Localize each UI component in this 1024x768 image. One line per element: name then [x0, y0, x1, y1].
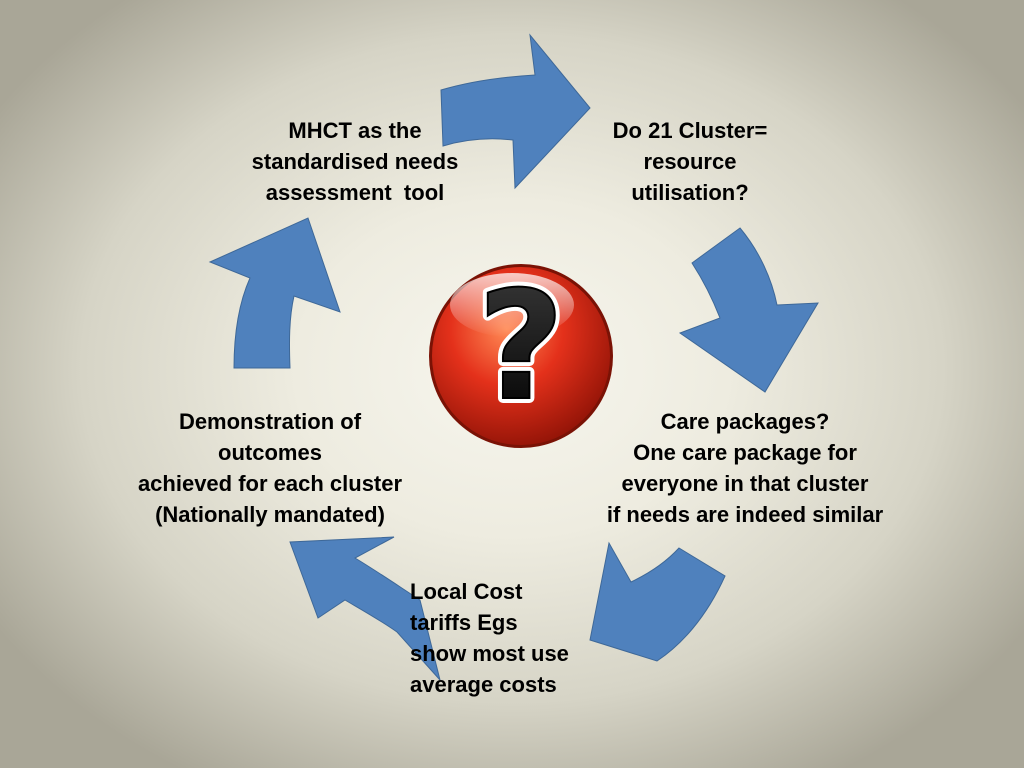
step-outcomes-text: Demonstration of outcomes achieved for e… [137, 409, 403, 527]
cycle-arrow-bottom-left [289, 536, 441, 681]
svg-text:?: ? [477, 260, 564, 434]
cycle-arrow-bottom-right [589, 541, 726, 662]
question-mark-icon: ? ? [429, 255, 613, 448]
cycle-arrow-right [678, 227, 819, 393]
cycle-arrow-left [208, 217, 341, 369]
step-local-cost-text: Local Cost tariffs Egs show most use ave… [410, 579, 569, 697]
svg-text:?: ? [477, 260, 564, 434]
cycle-arrow-top [440, 33, 591, 190]
step-care-packages-text: Care packages? One care package for ever… [606, 409, 884, 527]
step-mhct-text: MHCT as the standardised needs assessmen… [251, 118, 459, 205]
step-cluster-resource-text: Do 21 Cluster= resource utilisation? [612, 118, 768, 205]
